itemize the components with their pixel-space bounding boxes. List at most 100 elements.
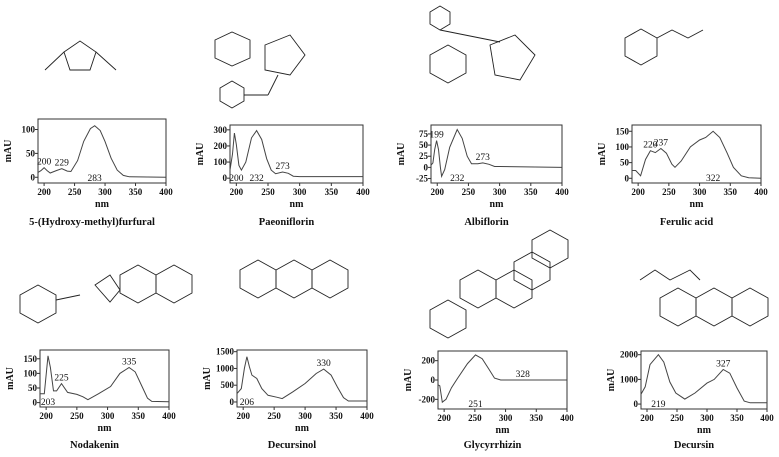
x-tick-label: 400 <box>560 413 574 423</box>
x-axis-label: nm <box>95 199 110 210</box>
plot-frame <box>640 350 768 410</box>
y-tick-label: 200 <box>422 356 436 366</box>
plot-frame <box>236 349 368 408</box>
y-axis-label: mAU <box>195 143 206 166</box>
y-axis-label: mAU <box>202 367 213 390</box>
x-tick-label: 250 <box>70 411 84 421</box>
y-tick-label: 300 <box>214 125 228 135</box>
x-tick-label: 250 <box>68 187 82 197</box>
x-axis-label: nm <box>490 199 505 210</box>
compound-name: Albiflorin <box>464 217 508 228</box>
x-tick-label: 200 <box>631 187 645 197</box>
peak-label: 200 <box>229 174 244 184</box>
y-tick-label: 2000 <box>620 350 639 360</box>
x-tick-label: 300 <box>98 187 112 197</box>
peak-label: 237 <box>654 139 669 149</box>
peak-label: 251 <box>468 400 483 410</box>
peak-label: 200 <box>37 158 52 168</box>
plot-frame <box>37 118 167 184</box>
x-tick-label: 350 <box>524 187 538 197</box>
x-tick-label: 250 <box>261 187 275 197</box>
peak-label: 273 <box>275 162 290 172</box>
structure-ferulic-acid <box>624 28 704 66</box>
x-tick-label: 400 <box>754 187 768 197</box>
plot-frame <box>39 349 170 408</box>
plot-frame <box>631 124 762 184</box>
x-tick-label: 350 <box>730 413 744 423</box>
spectrum-line <box>640 353 767 404</box>
y-tick-label: 0 <box>33 398 38 408</box>
x-tick-label: 400 <box>159 187 173 197</box>
y-tick-label: 50 <box>26 148 36 158</box>
spectrum-line <box>430 128 563 179</box>
peak-label: 335 <box>122 358 137 368</box>
x-tick-label: 350 <box>530 413 544 423</box>
y-tick-label: 0 <box>625 173 630 183</box>
x-tick-label: 350 <box>329 411 343 421</box>
compound-name: 5-(Hydroxy-methyl)furfural <box>29 217 155 228</box>
compound-name: Decursinol <box>268 440 316 451</box>
x-tick-label: 200 <box>236 411 250 421</box>
x-tick-label: 350 <box>724 187 738 197</box>
peak-label: 199 <box>429 131 444 141</box>
plot-frame <box>430 124 563 184</box>
peak-label: 330 <box>317 359 332 369</box>
y-tick-label: 0 <box>31 172 36 182</box>
y-tick-label: 100 <box>616 142 630 152</box>
x-tick-label: 200 <box>640 413 654 423</box>
x-tick-label: 250 <box>670 413 684 423</box>
y-tick-label: 50 <box>419 140 429 150</box>
y-axis-label: mAU <box>597 143 608 166</box>
y-tick-label: 1000 <box>216 363 235 373</box>
peak-label: 283 <box>88 174 103 184</box>
x-tick-label: 250 <box>267 411 281 421</box>
peak-label: 273 <box>476 153 491 163</box>
compound-name: Paeoniflorin <box>259 217 315 228</box>
y-tick-label: 50 <box>28 383 38 393</box>
y-tick-label: 0 <box>223 173 228 183</box>
x-axis-label: nm <box>496 425 511 436</box>
spectrum-line <box>229 129 363 178</box>
y-tick-label: 0 <box>230 397 235 407</box>
spectrum-line <box>40 355 170 403</box>
x-tick-label: 300 <box>293 187 307 197</box>
x-axis-label: nm <box>98 423 113 434</box>
y-tick-label: 500 <box>221 380 235 390</box>
y-tick-label: 0 <box>424 162 429 172</box>
x-tick-label: 350 <box>132 411 146 421</box>
x-tick-label: 400 <box>760 413 774 423</box>
x-axis-label: nm <box>290 199 305 210</box>
y-axis-label: mAU <box>5 367 16 390</box>
y-tick-label: 200 <box>214 141 228 151</box>
y-tick-label: 150 <box>616 126 630 136</box>
x-tick-label: 400 <box>360 411 374 421</box>
x-tick-label: 300 <box>693 187 707 197</box>
structure-decursinol <box>239 259 349 299</box>
x-axis-label: nm <box>295 423 310 434</box>
y-tick-label: 75 <box>419 129 429 139</box>
x-tick-label: 400 <box>162 411 176 421</box>
y-axis-label: mAU <box>3 140 14 163</box>
x-tick-label: 200 <box>39 411 53 421</box>
y-tick-label: 100 <box>214 157 228 167</box>
y-tick-label: 50 <box>620 158 630 168</box>
x-tick-label: 300 <box>493 187 507 197</box>
peak-label: 229 <box>55 159 70 169</box>
x-tick-label: 250 <box>468 413 482 423</box>
structure-decursin <box>639 269 769 327</box>
structure-glycyrrhizin <box>429 229 569 339</box>
peak-label: 232 <box>450 174 465 184</box>
peak-label: 206 <box>240 398 255 408</box>
x-tick-label: 350 <box>325 187 339 197</box>
y-tick-label: 150 <box>24 354 38 364</box>
spectrum-line <box>437 354 567 404</box>
x-tick-label: 300 <box>298 411 312 421</box>
